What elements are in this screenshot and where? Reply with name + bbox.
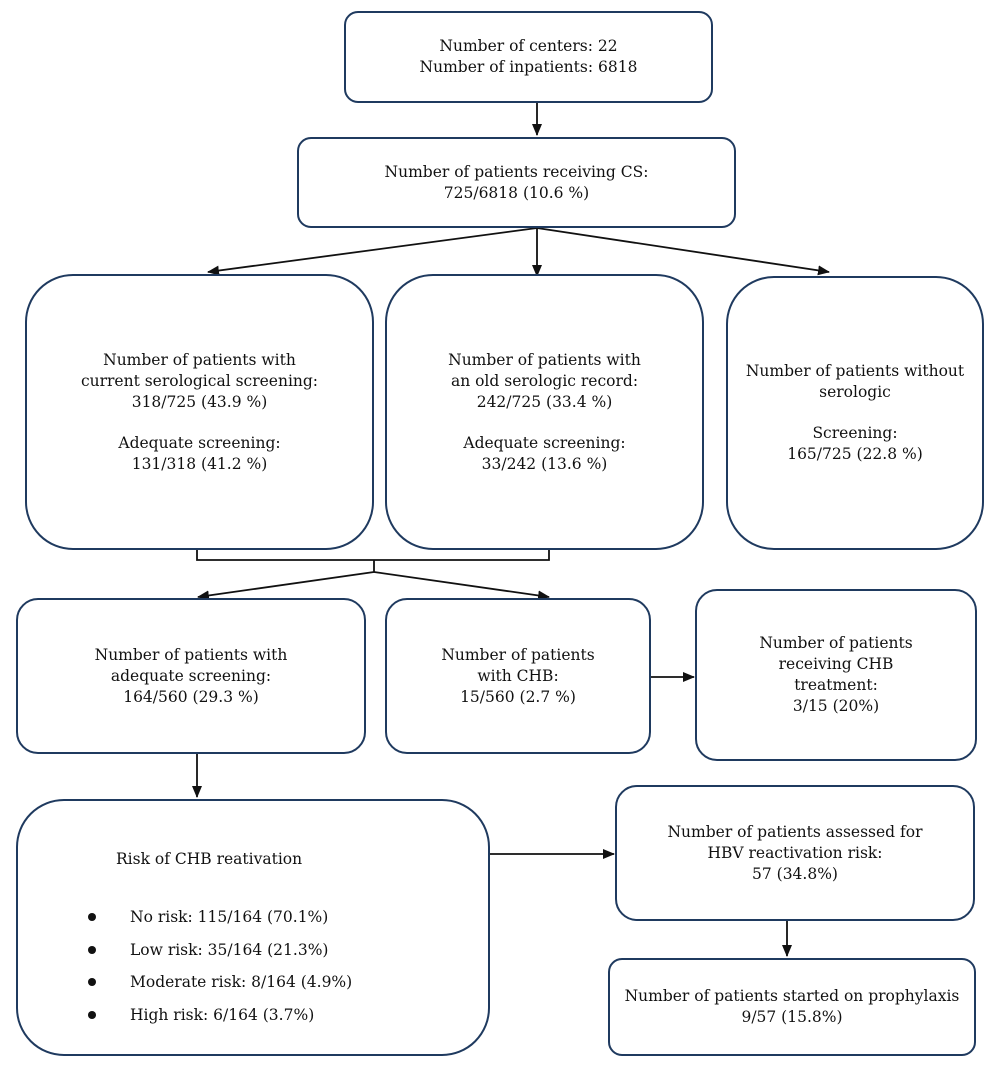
adequate-screening-box: Number of patients with adequate screeni…: [16, 598, 366, 754]
treatment-value: 3/15 (20%): [792, 697, 880, 715]
old-label-1: Number of patients with: [448, 350, 641, 369]
old-adequate-label: Adequate screening:: [463, 433, 626, 452]
bracket-merge: [196, 545, 550, 572]
arrow-cs-to-none: [536, 227, 830, 276]
prophylaxis-value: 9/57 (15.8%): [741, 1008, 843, 1026]
centers-box: Number of centers: 22 Number of inpatien…: [344, 11, 713, 103]
current-adequate-label: Adequate screening:: [118, 433, 281, 452]
chb-value: 15/560 (2.7 %): [460, 687, 576, 706]
arrow-cs-to-current: [207, 227, 538, 276]
prophylaxis-box: Number of patients started on prophylaxi…: [608, 958, 976, 1056]
risk-item-label: Low risk: 35/164 (21.3%): [130, 940, 329, 959]
risk-box: Risk of CHB reativation No risk: 115/164…: [16, 799, 490, 1056]
no-serology-value: 165/725 (22.8 %): [787, 445, 923, 463]
no-serology-label-2: serologic: [819, 383, 891, 401]
risk-item-moderate: Moderate risk: 8/164 (4.9%): [88, 966, 352, 999]
current-adequate-value: 131/318 (41.2 %): [131, 454, 268, 473]
arrow-merge-to-chb: [373, 571, 550, 601]
inpatients-count: Number of inpatients: 6818: [419, 58, 638, 76]
cs-box: Number of patients receiving CS: 725/681…: [297, 137, 736, 228]
no-serology-label-1: Number of patients without: [745, 362, 965, 380]
bullet-icon: [88, 1010, 96, 1019]
risk-item-high: High risk: 6/164 (3.7%): [88, 999, 352, 1032]
chb-treatment-box: Number of patients receiving CHB treatme…: [695, 589, 977, 761]
adequate-label-2: adequate screening:: [110, 666, 272, 685]
old-record-box: Number of patients with an old serologic…: [385, 274, 704, 550]
risk-list: No risk: 115/164 (70.1%) Low risk: 35/16…: [88, 901, 352, 1031]
risk-item-low: Low risk: 35/164 (21.3%): [88, 934, 352, 967]
risk-title: Risk of CHB reativation: [116, 850, 303, 868]
assessed-value: 57 (34.8%): [752, 864, 838, 883]
old-adequate-value: 33/242 (13.6 %): [481, 454, 608, 473]
centers-count: Number of centers: 22: [439, 37, 618, 55]
bullet-icon: [88, 913, 96, 921]
chb-label-1: Number of patients: [441, 645, 595, 664]
bullet-icon: [88, 978, 96, 986]
old-value: 242/725 (33.4 %): [476, 392, 613, 411]
prophylaxis-label: Number of patients started on prophylaxi…: [624, 987, 960, 1005]
bullet-icon: [88, 945, 96, 954]
cs-value: 725/6818 (10.6 %): [443, 183, 590, 202]
risk-item-label: High risk: 6/164 (3.7%): [130, 1005, 315, 1024]
cs-label: Number of patients receiving CS:: [384, 162, 649, 181]
assessed-label-2: HBV reactivation risk:: [707, 843, 883, 862]
current-value: 318/725 (43.9 %): [131, 392, 268, 411]
chb-label-2: with CHB:: [477, 666, 559, 685]
chb-box: Number of patients with CHB: 15/560 (2.7…: [385, 598, 651, 754]
treatment-label-2: receiving CHB: [778, 655, 894, 673]
treatment-label-3: treatment:: [794, 676, 878, 694]
arrow-merge-to-adequate: [197, 571, 375, 601]
risk-item-label: Moderate risk: 8/164 (4.9%): [130, 973, 353, 991]
assessed-box: Number of patients assessed for HBV reac…: [615, 785, 975, 921]
no-serology-box: Number of patients without serologic Scr…: [726, 276, 984, 550]
risk-item-none: No risk: 115/164 (70.1%): [88, 901, 352, 934]
old-label-2: an old serologic record:: [450, 371, 639, 390]
no-serology-label-3: Screening:: [812, 424, 898, 442]
current-label-1: Number of patients with: [103, 350, 296, 369]
current-label-2: current serological screening:: [80, 371, 319, 390]
treatment-label-1: Number of patients: [759, 634, 913, 652]
risk-item-label: No risk: 115/164 (70.1%): [130, 908, 329, 926]
adequate-value: 164/560 (29.3 %): [123, 687, 259, 706]
current-screening-box: Number of patients with current serologi…: [25, 274, 374, 550]
assessed-label-1: Number of patients assessed for: [667, 822, 923, 841]
adequate-label-1: Number of patients with: [94, 645, 288, 664]
